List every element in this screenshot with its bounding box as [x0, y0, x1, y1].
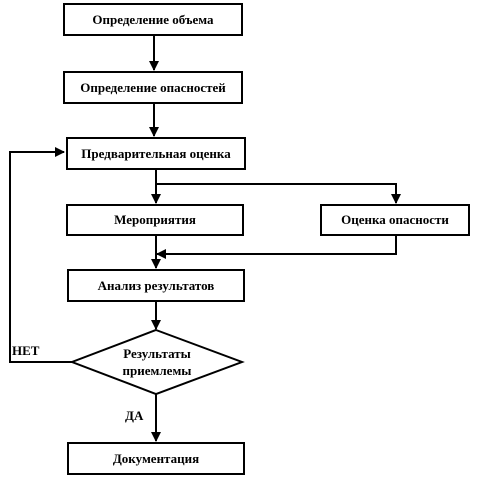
box-hazards: Определение опасностей — [63, 71, 243, 104]
arrow-risk-to-analysis — [156, 236, 397, 259]
box-measures: Мероприятия — [66, 204, 244, 236]
box-analysis: Анализ результатов — [67, 269, 245, 302]
box-preliminary: Предварительная оценка — [66, 137, 246, 170]
box-documentation-label: Документация — [112, 450, 200, 466]
box-scope: Определение объема — [63, 3, 243, 36]
label-no: НЕТ — [12, 343, 40, 358]
box-analysis-label: Анализ результатов — [97, 277, 215, 293]
decision-label: Результаты приемлемы — [92, 345, 222, 379]
box-scope-label: Определение объема — [92, 11, 214, 27]
arrow-no-loop — [9, 147, 72, 363]
box-measures-label: Мероприятия — [114, 212, 196, 227]
arrow-preliminary-to-risk — [156, 183, 401, 204]
decision-label-line1: Результаты — [123, 346, 191, 361]
box-risk-assessment: Оценка опасности — [320, 204, 470, 236]
decision-label-line2: приемлемы — [122, 363, 192, 378]
box-preliminary-label: Предварительная оценка — [81, 145, 231, 161]
box-risk-assessment-label: Оценка опасности — [341, 212, 449, 227]
box-documentation: Документация — [67, 442, 245, 475]
box-hazards-label: Определение опасностей — [80, 79, 226, 95]
label-yes: ДА — [125, 408, 144, 423]
decision-diamond — [69, 328, 245, 396]
